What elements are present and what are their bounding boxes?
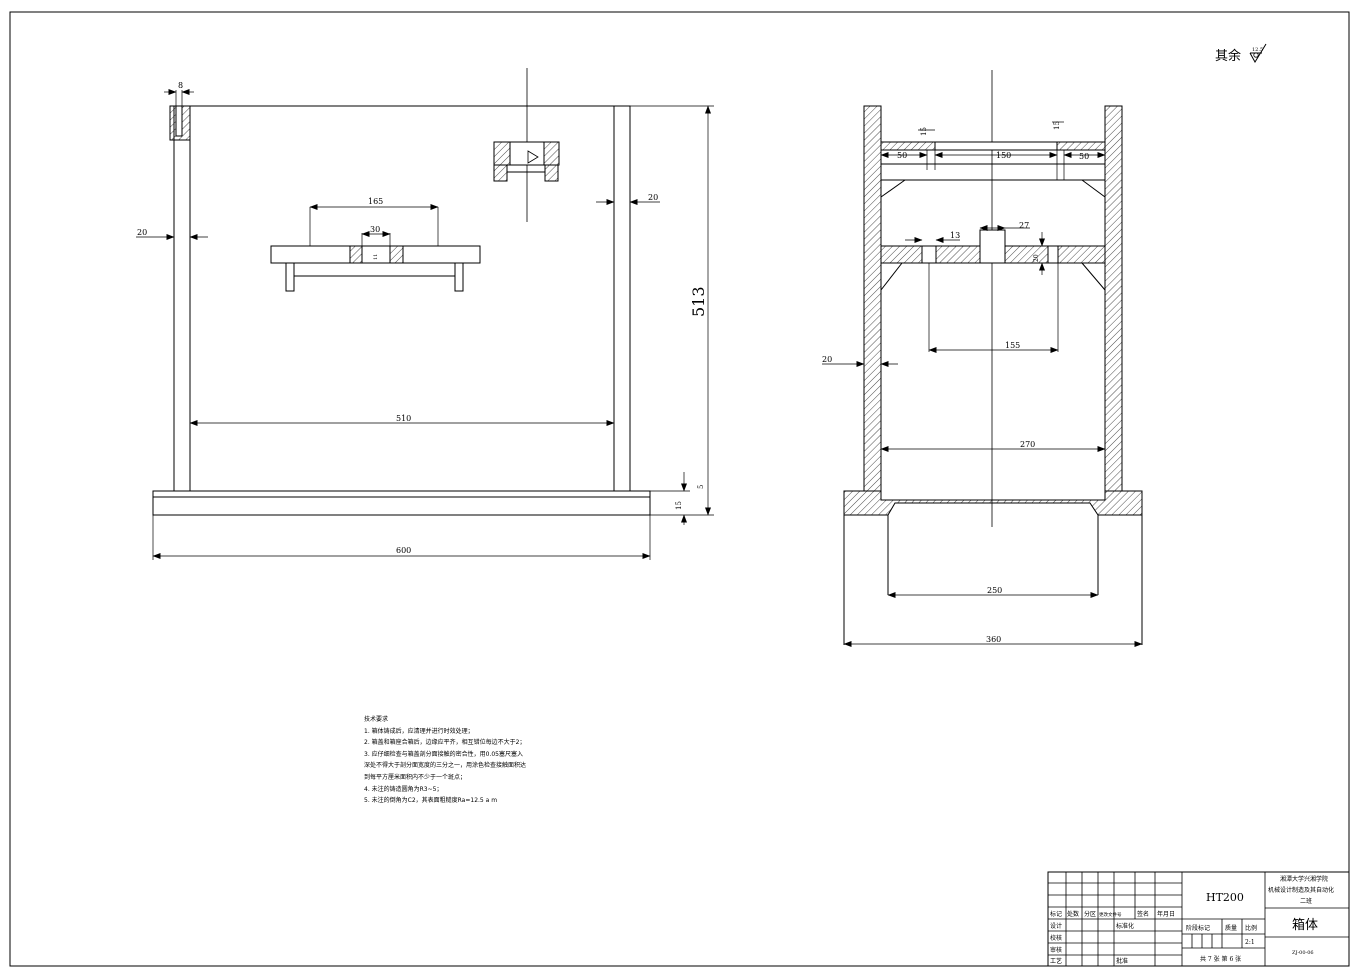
dim-side-inner-width: 270	[1020, 440, 1035, 449]
part-name: 箱体	[1292, 917, 1318, 933]
dim-side-overall-width: 360	[986, 635, 1001, 644]
roughness-symbol-icon	[1249, 43, 1267, 63]
dim-mid-depth: 20	[1033, 254, 1040, 262]
front-dimension-labels: 8 20 20 510 600 165 30 513 15 5 11	[137, 81, 708, 555]
dim-wall-right: 20	[648, 193, 658, 202]
side-right-wall	[1104, 105, 1123, 492]
dim-overall-width: 600	[396, 546, 411, 555]
notes-title: 技术要求	[364, 716, 389, 723]
front-left-wall	[173, 105, 191, 492]
note-1: 1. 箱体铸成后，应清理并进行时效处理；	[364, 727, 474, 735]
title-block	[1047, 871, 1350, 967]
header-date: 年月日	[1157, 910, 1175, 918]
sheet-border	[9, 11, 1350, 967]
note-5: 到每平方厘米面积内不少于一个斑点；	[364, 773, 467, 781]
row-process: 工艺	[1050, 957, 1062, 965]
roughness-label: 其余	[1215, 48, 1241, 64]
technical-requirements: 技术要求 1. 箱体铸成后，应清理并进行时效处理； 2. 箱盖和箱座合箱后，边缘…	[364, 714, 604, 807]
row-review: 校核	[1050, 934, 1062, 942]
institution-line-2: 机械设计制造及其自动化	[1268, 886, 1334, 894]
front-view	[152, 68, 651, 516]
stage-mark-label: 阶段标记	[1186, 924, 1210, 932]
dim-plate-slot: 30	[370, 225, 380, 234]
header-count: 处数	[1067, 910, 1079, 918]
dim-base-step: 5	[697, 485, 705, 489]
drawing-number: ZJ-00-06	[1292, 950, 1314, 956]
note-6: 4. 未注的铸造圆角为R3~5；	[364, 785, 443, 793]
dim-inner-width: 510	[396, 414, 411, 423]
scale-value: 2:1	[1245, 939, 1255, 946]
note-2: 2. 箱盖和箱座合箱后，边缘应平齐，相互错位每边不大于2；	[364, 739, 526, 747]
title-block-text: HT200 湘潭大学兴湘学院 机械设计制造及其自动化 二班 箱体 ZJ-00-0…	[1050, 875, 1334, 965]
side-view	[843, 70, 1143, 645]
front-dimensions	[136, 89, 714, 560]
dim-right-ledge: 50	[1079, 152, 1089, 161]
dim-base-opening: 250	[987, 586, 1002, 595]
dim-base-thickness: 15	[675, 501, 683, 510]
dim-top-depth: 15	[920, 127, 928, 136]
roughness-value: 12.5	[1252, 47, 1263, 53]
dim-wall-left: 20	[137, 228, 147, 237]
weight-label: 质量	[1225, 924, 1237, 932]
row-standardize: 标准化	[1116, 922, 1134, 930]
institution-line-1: 湘潭大学兴湘学院	[1280, 875, 1328, 883]
front-base	[152, 490, 651, 516]
sheet-count: 共 7 张 第 6 张	[1200, 955, 1241, 963]
dim-wall-top: 8	[178, 81, 183, 90]
header-zone: 分区	[1084, 910, 1096, 918]
row-design: 设计	[1050, 922, 1062, 930]
surface-roughness-note: 其余 12.5	[1215, 43, 1267, 64]
dim-plate-width: 165	[368, 197, 383, 206]
header-doc: 更改文件号	[1099, 911, 1122, 918]
dim-mid-left: 13	[950, 231, 960, 240]
dim-mid-span: 155	[1005, 341, 1020, 350]
dim-slot-depth: 11	[373, 254, 379, 260]
row-check: 审核	[1050, 946, 1062, 954]
dim-top-depth-right: 15	[1053, 121, 1061, 130]
header-mark: 标记	[1050, 910, 1062, 918]
material: HT200	[1206, 891, 1244, 904]
dim-height: 513	[689, 286, 708, 317]
dim-left-ledge: 50	[897, 151, 907, 160]
front-bearing-detail	[493, 141, 560, 182]
scale-label: 比例	[1245, 924, 1257, 932]
side-dimensions	[822, 121, 1143, 647]
header-sign: 签名	[1137, 910, 1149, 918]
note-4: 深处不得大于剖分面宽度的三分之一，用涂色检查接触面积达	[364, 762, 527, 770]
row-approve: 批准	[1116, 957, 1128, 965]
front-right-wall	[613, 105, 631, 492]
institution-line-3: 二班	[1300, 897, 1312, 905]
side-base	[843, 490, 1143, 516]
dim-mid-slot: 27	[1019, 221, 1029, 230]
note-7: 5. 未注的倒角为C2，其表面粗糙度Ra=12.5 a m	[364, 797, 498, 805]
side-left-wall	[863, 105, 882, 492]
dim-side-wall: 20	[822, 355, 832, 364]
dim-slot-width: 150	[996, 151, 1011, 160]
note-3: 3. 应仔细检查与箱盖剖分面接触的密合性，用0.05塞尺塞入	[364, 750, 523, 758]
side-dimension-labels: 50 150 50 13 27 155 20 270 250 360 15 15…	[822, 121, 1089, 644]
